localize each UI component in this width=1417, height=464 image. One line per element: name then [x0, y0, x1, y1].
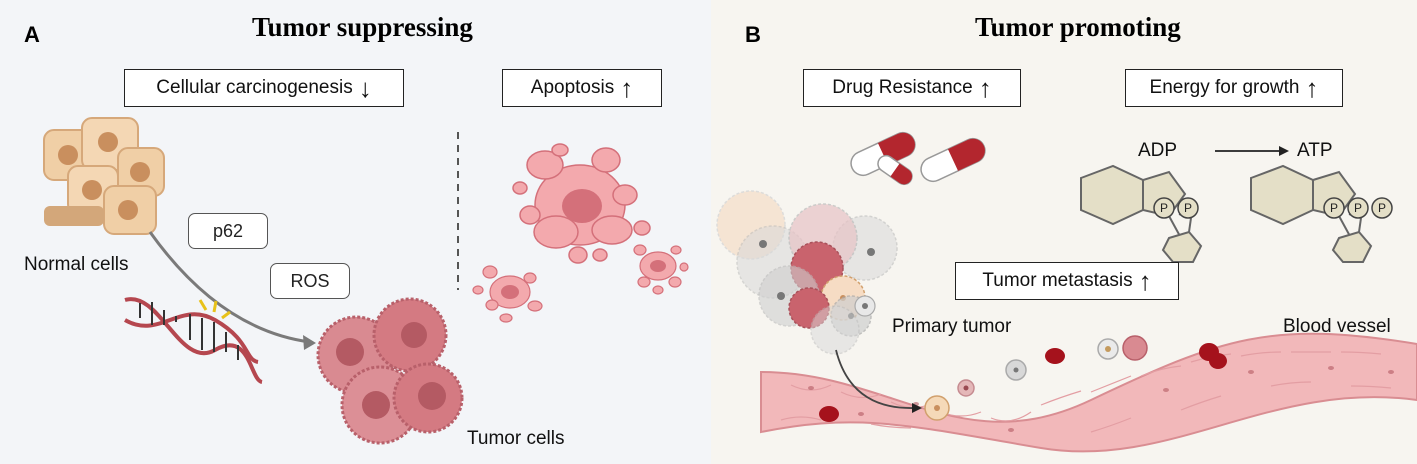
up-arrow-icon: ↑ [978, 73, 992, 103]
panel-b-title: Tumor promoting [975, 12, 1181, 42]
apoptotic-nucleus-right [650, 260, 666, 272]
dna-helix-icon [124, 297, 263, 384]
phosphate-label: P [1354, 201, 1362, 215]
phosphate-label: P [1160, 201, 1168, 215]
atp-molecule-icon [1250, 164, 1373, 263]
panel-a-title: Tumor suppressing [252, 12, 473, 42]
panel-b-illustration: P P P P P [716, 131, 1417, 453]
panel-b-tumor-promoting: P P P P P [711, 0, 1417, 464]
tumor-cells-cluster [316, 297, 464, 445]
normal-cells-label: Normal cells [24, 254, 129, 275]
panel-a-letter: A [24, 22, 40, 47]
tumor-metastasis-label: Tumor metastasis [982, 270, 1133, 291]
panel-a-illustration [43, 117, 689, 445]
primary-tumor-cluster [716, 190, 898, 355]
carcinogenesis-arrow [148, 231, 311, 344]
ros-pill: ROS [270, 263, 350, 299]
atp-label: ATP [1297, 140, 1333, 161]
energy-for-growth-label: Energy for growth [1149, 77, 1300, 98]
carcinogenesis-arrowhead [303, 335, 316, 350]
apoptotic-nucleus-large [562, 189, 602, 223]
apoptosis-box: Apoptosis ↑ [502, 69, 662, 107]
primary-tumor-label: Primary tumor [892, 316, 1012, 337]
tumor-metastasis-box: Tumor metastasis ↑ [955, 262, 1179, 300]
up-arrow-icon: ↑ [1138, 266, 1152, 296]
drug-resistance-label: Drug Resistance [832, 77, 973, 98]
up-arrow-icon: ↑ [1305, 73, 1319, 103]
invasion-arrow [835, 349, 916, 409]
circulating-cells [819, 335, 1227, 422]
blood-vessel-label: Blood vessel [1283, 316, 1391, 337]
phosphate-icon [1177, 197, 1199, 219]
adp-phosphate-circles [1153, 197, 1199, 219]
drug-capsules-icon [850, 131, 986, 186]
atp-phosphate-circles [1323, 197, 1393, 219]
invasion-arrowhead [912, 403, 922, 413]
panel-a-tumor-suppressing: A Tumor suppressing Cellular carcinogene… [0, 0, 711, 464]
apoptosis-label: Apoptosis [530, 77, 615, 98]
adp-atp-arrowhead [1279, 146, 1289, 156]
panel-b-letter: B [745, 22, 761, 47]
adp-molecule-icon [1080, 164, 1203, 263]
phosphate-icon [1347, 197, 1369, 219]
cellular-carcinogenesis-box: Cellular carcinogenesis ↓ [124, 69, 404, 107]
drug-resistance-box: Drug Resistance ↑ [803, 69, 1021, 107]
phosphate-label: P [1184, 201, 1192, 215]
up-arrow-icon: ↑ [620, 73, 634, 103]
tumor-cells-label: Tumor cells [467, 428, 565, 449]
phosphate-icon [1153, 197, 1175, 219]
apoptotic-body-large [512, 143, 651, 264]
energy-for-growth-box: Energy for growth ↑ [1125, 69, 1343, 107]
adp-label: ADP [1138, 140, 1178, 161]
phosphate-icon [1323, 197, 1345, 219]
cellular-carcinogenesis-label: Cellular carcinogenesis [156, 77, 353, 98]
down-arrow-icon: ↓ [358, 73, 372, 103]
phosphate-label: P [1330, 201, 1338, 215]
phosphate-icon [1371, 197, 1393, 219]
phosphate-label: P [1378, 201, 1386, 215]
normal-cells-cluster [43, 117, 165, 235]
apoptotic-body-small-right [633, 244, 689, 295]
p62-pill: p62 [188, 213, 268, 249]
apoptotic-nucleus-left [501, 285, 519, 299]
